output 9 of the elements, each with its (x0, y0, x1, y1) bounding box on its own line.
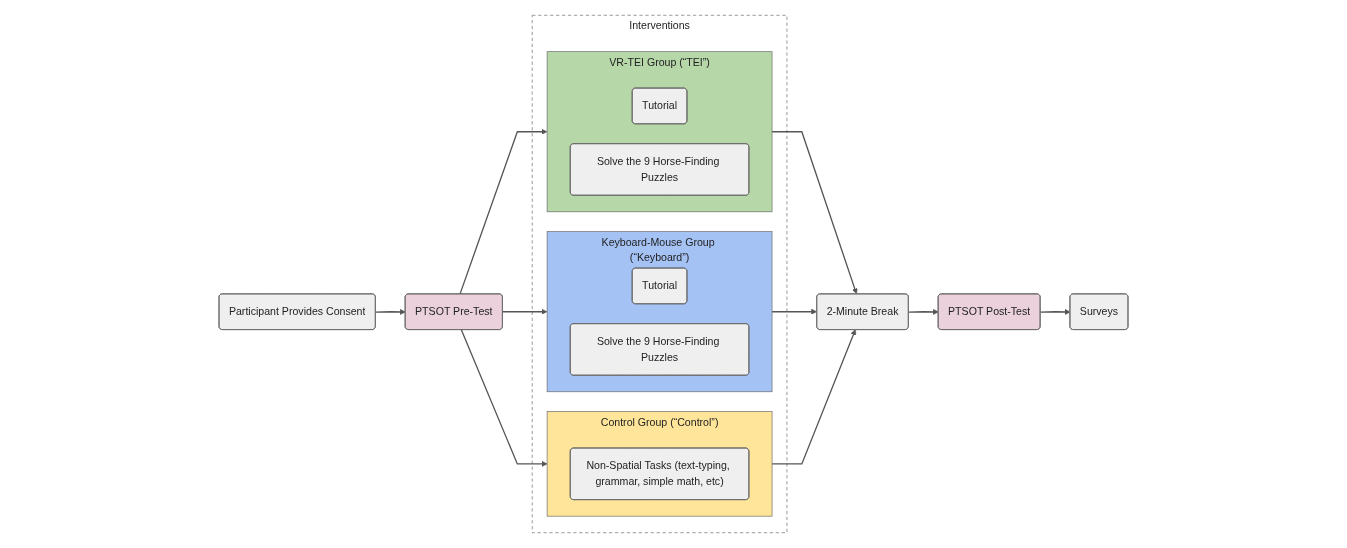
arrow (1039, 309, 1071, 315)
arrow (771, 329, 857, 465)
arrow (375, 309, 406, 315)
arrow (501, 308, 548, 315)
arrow (771, 308, 817, 315)
arrow (460, 328, 548, 467)
arrow (771, 131, 858, 295)
arrow (908, 309, 939, 315)
arrow (459, 128, 548, 295)
